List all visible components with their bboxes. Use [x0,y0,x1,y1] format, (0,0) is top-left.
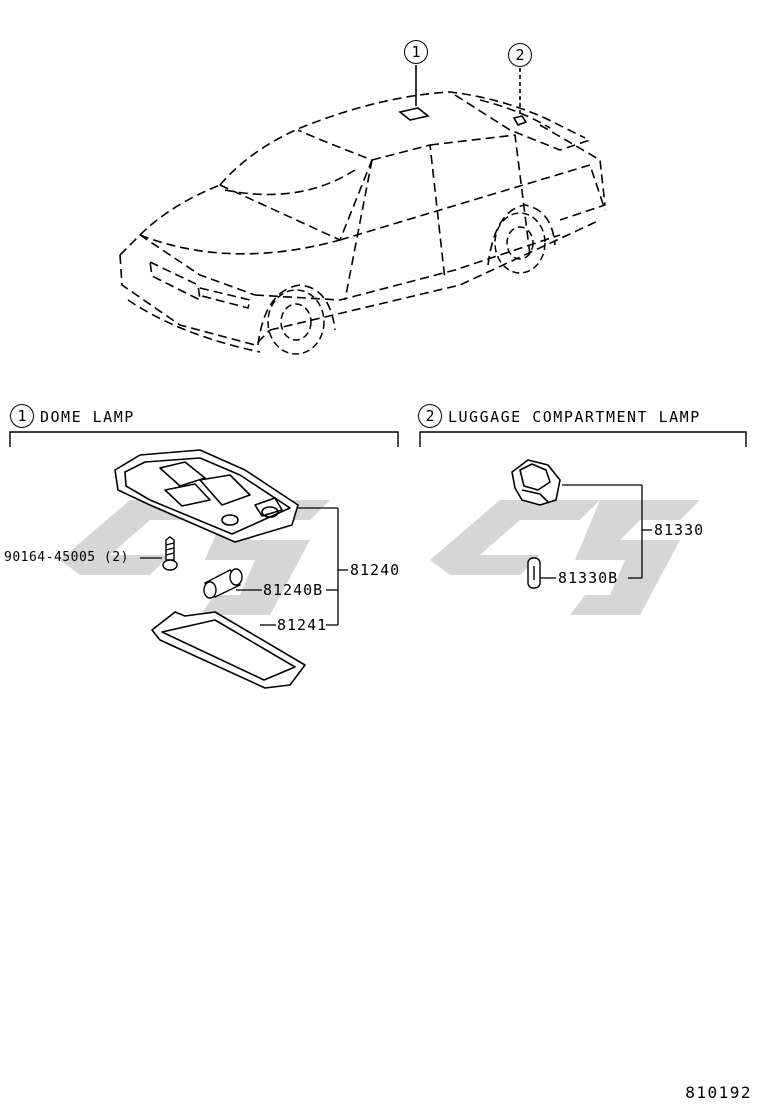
dome-bulb-part [203,568,243,599]
section-brackets [9,431,747,447]
dome-lens-part [151,611,306,689]
part-label-luggage-assy: 81330 [654,521,705,539]
dome-lamp-marker [398,65,430,121]
luggage-lamp-marker [512,68,528,126]
callout-dome-number: 1 [404,40,428,64]
part-label-screw: 90164-45005 (2) [4,551,129,564]
section-dome-number: 1 [10,404,34,428]
dome-leader-lines [140,507,348,626]
screw-part-number: 90164-45005 [4,550,96,565]
section-dome-title: DOME LAMP [40,408,135,426]
luggage-lamp-socket [511,459,561,506]
car-illustration [119,91,606,353]
part-label-dome-bulb: 81240B [263,581,324,599]
section-luggage-title: LUGGAGE COMPARTMENT LAMP [448,408,701,426]
luggage-leader-lines [540,484,652,579]
car-wheels [267,212,546,355]
callout-luggage-number: 2 [508,43,532,67]
screw-part [162,536,178,571]
part-label-luggage-bulb: 81330B [558,569,619,587]
screw-quantity: (2) [103,550,129,565]
illustration-number: 810192 [685,1083,752,1102]
section-luggage-number: 2 [418,404,442,428]
dome-lamp-housing [114,449,299,543]
part-label-dome-assy: 81240 [350,561,401,579]
luggage-bulb-part [527,557,541,589]
part-label-dome-lens: 81241 [277,616,328,634]
